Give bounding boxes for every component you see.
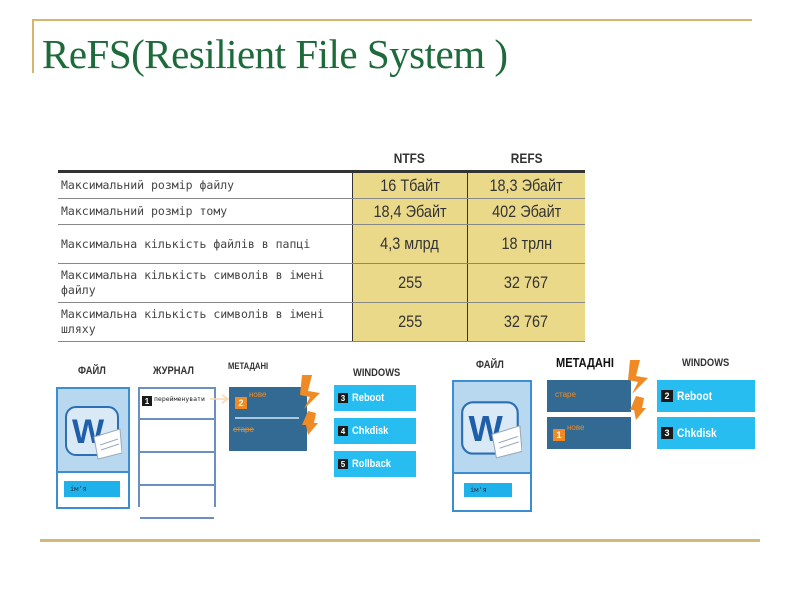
ntfs-diagram: ФАЙЛ ЖУРНАЛ МЕТАДАНІ WINDOWS W ім'я 1 пе… bbox=[50, 355, 430, 519]
refs-metadata-new-box: 1 нове bbox=[547, 417, 631, 449]
word-document-icon: W bbox=[65, 406, 122, 460]
refs-file-header: ФАЙЛ bbox=[476, 359, 504, 371]
journal-empty-row bbox=[140, 420, 214, 453]
slide-title: ReFS(Resilient File System ) bbox=[42, 31, 508, 77]
step-badge: 1 bbox=[142, 396, 152, 406]
windows-step-label: Chkdisk bbox=[352, 425, 389, 437]
column-header-refs: REFS bbox=[510, 150, 543, 166]
table-row: Максимальна кількість символів в імені ш… bbox=[58, 303, 585, 342]
table-row: Максимальна кількість файлів в папці 4,3… bbox=[58, 225, 585, 264]
step-badge: 3 bbox=[661, 427, 673, 439]
journal-entry: 1 перейменувати bbox=[140, 387, 214, 420]
refs-file-box: W ім'я bbox=[452, 380, 532, 512]
refs-diagram: ФАЙЛ МЕТАДАНІ WINDOWS W ім'я старе 1 нов… bbox=[440, 345, 770, 515]
ntfs-metadata-header: МЕТАДАНІ bbox=[228, 361, 269, 371]
journal-to-metadata-arrow bbox=[210, 394, 230, 404]
windows-step-label: Reboot bbox=[352, 392, 385, 404]
row-label: Максимальний розмір тому bbox=[61, 204, 228, 218]
refs-cell: 18,3 Эбайт bbox=[466, 173, 585, 198]
lightning-icon bbox=[300, 375, 320, 435]
step-badge: 4 bbox=[338, 426, 348, 436]
windows-step-rollback: 5 Rollback bbox=[334, 451, 416, 477]
step-badge: 2 bbox=[235, 397, 247, 409]
step-badge: 2 bbox=[661, 390, 673, 402]
ntfs-cell: 255 bbox=[351, 303, 467, 341]
journal-empty-row bbox=[140, 453, 214, 486]
windows-step-label: Chkdisk bbox=[677, 426, 717, 440]
ntfs-value: 255 bbox=[397, 312, 422, 331]
refs-value: 18,3 Эбайт bbox=[489, 175, 564, 195]
windows-step-reboot: 3 Reboot bbox=[334, 385, 416, 411]
ntfs-cell: 18,4 Эбайт bbox=[351, 199, 467, 224]
top-decorative-rule bbox=[32, 19, 752, 21]
metadata-old-text: старе bbox=[233, 425, 254, 434]
table-row: Максимальний розмір тому 18,4 Эбайт 402 … bbox=[58, 199, 585, 225]
refs-windows-header: WINDOWS bbox=[682, 357, 730, 369]
ntfs-windows-header: WINDOWS bbox=[353, 367, 401, 379]
refs-cell: 18 трлн bbox=[466, 225, 585, 263]
file-name-area: ім'я bbox=[58, 471, 128, 507]
refs-metadata-old-box: старе bbox=[547, 380, 631, 412]
metadata-new-text: нове bbox=[567, 423, 585, 432]
metadata-new-text: нове bbox=[249, 390, 267, 399]
table-row: Максимальна кількість символів в імені ф… bbox=[58, 264, 585, 303]
ntfs-value: 255 bbox=[397, 273, 422, 292]
refs-metadata-header: МЕТАДАНІ bbox=[556, 355, 614, 370]
metadata-old-text: старе bbox=[555, 390, 576, 399]
ntfs-value: 4,3 млрд bbox=[380, 234, 440, 253]
ntfs-cell: 4,3 млрд bbox=[351, 225, 467, 263]
refs-cell: 32 767 bbox=[466, 264, 585, 302]
ntfs-file-box: W ім'я bbox=[56, 387, 130, 509]
journal-empty-row bbox=[140, 486, 214, 519]
windows-step-chkdisk: 4 Chkdisk bbox=[334, 418, 416, 444]
ntfs-file-header: ФАЙЛ bbox=[78, 365, 106, 377]
metadata-divider bbox=[235, 417, 299, 419]
refs-value: 18 трлн bbox=[501, 234, 552, 253]
refs-cell: 32 767 bbox=[466, 303, 585, 341]
step-badge: 5 bbox=[338, 459, 348, 469]
file-name-field: ім'я bbox=[464, 483, 512, 497]
refs-value: 32 767 bbox=[504, 273, 549, 292]
table-row: Максимальний розмір файлу 16 Тбайт 18,3 … bbox=[58, 173, 585, 199]
ntfs-metadata-box: 2 нове старе bbox=[229, 387, 307, 451]
row-label: Максимальна кількість файлів в папці bbox=[61, 236, 311, 251]
ntfs-journal-header: ЖУРНАЛ bbox=[153, 365, 194, 377]
step-badge: 3 bbox=[338, 393, 348, 403]
row-label: Максимальний розмір файлу bbox=[61, 178, 235, 192]
ntfs-cell: 255 bbox=[351, 264, 467, 302]
table-header: NTFS REFS bbox=[58, 145, 585, 170]
left-decorative-rule bbox=[32, 19, 34, 73]
lightning-icon bbox=[628, 360, 648, 420]
windows-step-reboot: 2 Reboot bbox=[657, 380, 755, 412]
row-label: Максимальна кількість символів в імені ш… bbox=[61, 307, 325, 336]
bottom-decorative-rule bbox=[40, 539, 760, 542]
comparison-table: NTFS REFS Максимальний розмір файлу 16 Т… bbox=[58, 145, 585, 342]
refs-cell: 402 Эбайт bbox=[466, 199, 585, 224]
step-badge: 1 bbox=[553, 429, 565, 441]
journal-table: 1 перейменувати bbox=[138, 387, 216, 519]
windows-step-label: Rollback bbox=[352, 458, 391, 470]
word-document-icon: W bbox=[461, 401, 522, 459]
refs-value: 402 Эбайт bbox=[491, 201, 562, 221]
ntfs-value: 16 Тбайт bbox=[380, 175, 440, 195]
column-header-ntfs: NTFS bbox=[393, 150, 425, 166]
file-name-area: ім'я bbox=[454, 472, 530, 510]
ntfs-cell: 16 Тбайт bbox=[351, 173, 467, 198]
windows-step-label: Reboot bbox=[677, 389, 713, 403]
table-header-rule bbox=[58, 170, 585, 173]
ntfs-value: 18,4 Эбайт bbox=[373, 201, 447, 221]
file-name-field: ім'я bbox=[64, 481, 120, 497]
windows-step-chkdisk: 3 Chkdisk bbox=[657, 417, 755, 449]
row-label: Максимальна кількість символів в імені ф… bbox=[61, 268, 325, 297]
refs-value: 32 767 bbox=[504, 312, 549, 331]
journal-entry-text: перейменувати bbox=[154, 395, 205, 403]
